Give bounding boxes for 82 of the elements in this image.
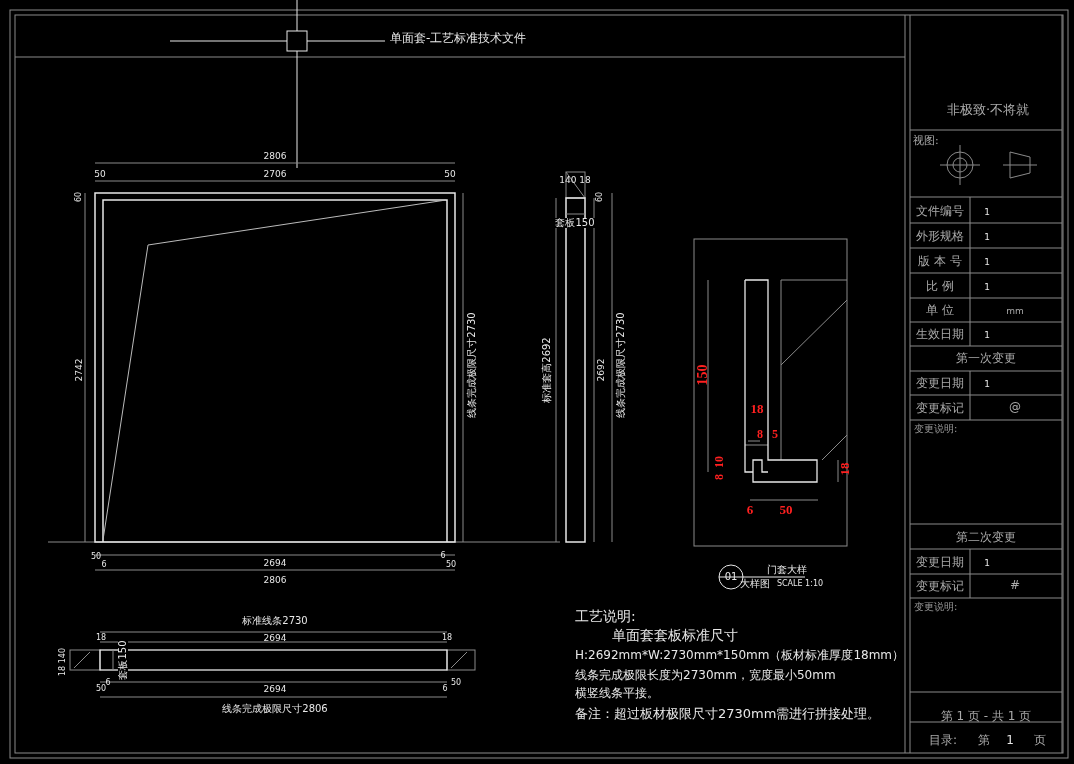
dimension-text: 2742 [74, 358, 84, 382]
table-cell-text: 1 [1006, 734, 1014, 746]
dimension-text: 50 [450, 679, 462, 687]
table-cell-text: # [1009, 579, 1021, 591]
table-cell-text: mm [1006, 306, 1024, 316]
table-cell-text: 第一次变更 [956, 352, 1016, 364]
table-cell-text: 生效日期 [916, 328, 964, 340]
dimension-text: 140 18 [559, 175, 591, 185]
dimension-text: 标准线条2730 [242, 616, 308, 626]
table-cell-text: 第 [978, 734, 990, 746]
dimension-text: 18 [95, 634, 107, 642]
dimension-text: 6 [440, 552, 446, 560]
note-text: H:2692mm*W:2730mm*150mm（板材标准厚度18mm） [575, 649, 905, 661]
dimension-text: 2706 [263, 169, 287, 179]
note-text: 单面套套板标准尺寸 [612, 628, 738, 642]
detail-title: 门套大样 [767, 565, 807, 575]
table-cell-text: 1 [984, 282, 990, 292]
table-cell-text: 目录: [929, 734, 957, 746]
dimension-text: 50 [94, 169, 106, 179]
dimension-text: 线条完成极限尺寸2806 [222, 704, 328, 714]
dimension-text: 18 [750, 401, 764, 415]
table-cell-text: 变更标记 [916, 402, 964, 414]
dimension-text: 2694 [263, 558, 287, 568]
table-cell-text: 变更日期 [916, 377, 964, 389]
table-cell-text: 1 [984, 232, 990, 242]
note-text: 备注：超过板材极限尺寸2730mm需进行拼接处理。 [575, 706, 881, 720]
table-cell-text: 第 1 页 - 共 1 页 [940, 710, 1032, 722]
dimension-text: 18 140 [59, 648, 67, 676]
table-cell-text: 外形规格 [916, 230, 964, 242]
table-cell-text: 1 [984, 257, 990, 267]
dimension-text: 6 [442, 685, 448, 693]
dimension-text: 2806 [263, 151, 287, 161]
table-cell-text: 比 例 [926, 280, 954, 292]
table-cell-text: 1 [984, 558, 990, 568]
dimension-text: 60 [596, 191, 604, 203]
view-heading: 视图: [913, 134, 939, 146]
dimension-text: 2694 [263, 684, 287, 694]
dimension-text: 标准套高2692 [542, 337, 552, 403]
dimension-text: 18 [837, 462, 851, 476]
table-cell-text: 1 [984, 207, 990, 217]
table-cell-text: @ [1009, 401, 1021, 413]
drawing-title: 单面套-工艺标准技术文件 [390, 32, 527, 44]
dimension-text: 套板150 [118, 639, 128, 681]
dimension-text: 18 [441, 634, 453, 642]
table-cell-text: 变更标记 [916, 580, 964, 592]
dimension-text: 50 [444, 169, 456, 179]
dimension-text: 2692 [596, 358, 606, 382]
table-cell-text: 文件编号 [916, 205, 964, 217]
table-cell-text: 版 本 号 [918, 255, 962, 267]
table-cell-text: 变更日期 [916, 556, 964, 568]
dimension-text: 8 [757, 428, 763, 440]
table-cell-text: 页 [1034, 734, 1046, 746]
dimension-text: 50 [95, 685, 107, 693]
dimension-text: 5 [771, 428, 779, 440]
table-cell-text: 1 [984, 379, 990, 389]
dimension-text: 150 [696, 364, 710, 386]
table-cell-text: 变更说明: [914, 424, 958, 434]
view-label: 大样图 [740, 579, 770, 589]
table-cell-text: 单 位 [926, 304, 954, 316]
dimension-text: 2694 [263, 633, 287, 643]
table-cell-text: 1 [984, 330, 990, 340]
dimension-text: 10 [713, 456, 725, 468]
dimension-text: 50 [90, 553, 102, 561]
detail-number: 01 [724, 572, 738, 582]
table-cell-text: 变更说明: [914, 602, 958, 612]
slogan-text: 非极致·不将就 [946, 102, 1030, 116]
dimension-text: 6 [105, 679, 111, 687]
dimension-text: 60 [75, 191, 83, 203]
notes-heading: 工艺说明: [575, 609, 636, 623]
dimension-text: 套板150 [554, 218, 596, 228]
table-cell-text: 第二次变更 [956, 531, 1016, 543]
note-text: 线条完成极限长度为2730mm，宽度最小50mm [575, 669, 836, 681]
dimension-text: 50 [445, 561, 457, 569]
dimension-text: 6 [101, 561, 107, 569]
dimension-text: 2806 [263, 575, 287, 585]
dimension-text: 6 [746, 502, 754, 516]
dimension-text: 线条完成极限尺寸2730 [616, 312, 626, 418]
dimension-text: 8 [713, 474, 725, 480]
dimension-text: 线条完成极限尺寸2730 [467, 312, 477, 418]
dimension-text: 50 [779, 502, 793, 516]
note-text: 横竖线条平接。 [575, 687, 659, 699]
scale-text: SCALE 1:10 [776, 580, 824, 588]
